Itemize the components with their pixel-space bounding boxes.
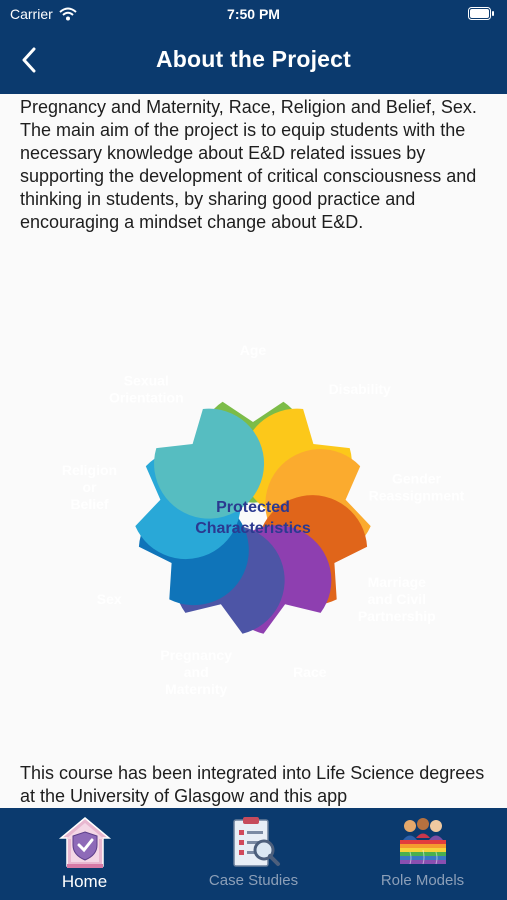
petal-label-line: and xyxy=(184,664,209,680)
battery-icon xyxy=(468,7,494,20)
tab-case-studies[interactable]: Case Studies xyxy=(169,808,338,900)
intro-paragraph: Pregnancy and Maternity, Race, Religion … xyxy=(20,97,477,232)
navigation-bar: About the Project xyxy=(0,28,507,94)
petal-label-line: Pregnancy xyxy=(160,647,232,663)
petal-label: Race xyxy=(293,664,327,680)
petal-sexual-orientation xyxy=(154,408,265,519)
carrier-info: Carrier xyxy=(10,6,77,22)
petal-label-line: Religion xyxy=(62,462,117,478)
petal-label-line: Sexual xyxy=(124,372,169,388)
petal-label-line: Race xyxy=(293,664,327,680)
petal-label-line: or xyxy=(83,479,98,495)
course-paragraph: This course has been integrated into Lif… xyxy=(20,763,485,806)
petal-label: Disability xyxy=(329,381,391,397)
center-title-line1: Protected xyxy=(216,499,290,516)
petal-label-line: Gender xyxy=(392,471,442,487)
petal-label-line: Partnership xyxy=(358,608,436,624)
tab-bar: Home Case Studies xyxy=(0,808,507,900)
clipboard-search-icon xyxy=(232,817,280,867)
tab-home-label: Home xyxy=(61,872,108,891)
tab-role-models-label: Role Models xyxy=(380,872,465,889)
role-models-icon xyxy=(399,818,446,865)
page-title: About the Project xyxy=(155,46,352,72)
center-title-line2: Characteristics xyxy=(195,520,311,537)
petal-label-line: Marriage xyxy=(368,574,427,590)
content-scroll-area[interactable]: Pregnancy and Maternity, Race, Religion … xyxy=(0,94,507,808)
tab-case-studies-label: Case Studies xyxy=(208,872,299,889)
wifi-icon xyxy=(59,7,77,21)
chevron-left-icon xyxy=(22,47,36,73)
petal-label-line: Disability xyxy=(329,381,391,397)
petal-label-line: Maternity xyxy=(165,681,227,697)
home-shield-icon xyxy=(58,817,111,868)
status-time: 7:50 PM xyxy=(227,6,280,22)
tab-role-models[interactable]: Role Models xyxy=(338,808,507,900)
petal-label-line: Sex xyxy=(97,591,122,607)
petal-label-line: Reassignment xyxy=(369,488,465,504)
petal-label-line: Belief xyxy=(70,496,108,512)
petal-label-line: and Civil xyxy=(368,591,426,607)
carrier-label: Carrier xyxy=(10,6,53,22)
status-bar: Carrier 7:50 PM xyxy=(0,0,507,28)
petal-label-line: Orientation xyxy=(109,389,184,405)
petal-label-line: Age xyxy=(240,342,267,358)
tab-home[interactable]: Home xyxy=(0,808,169,900)
petal-label: Age xyxy=(240,342,267,358)
petal-label: Sex xyxy=(97,591,122,607)
back-button[interactable] xyxy=(12,42,46,78)
